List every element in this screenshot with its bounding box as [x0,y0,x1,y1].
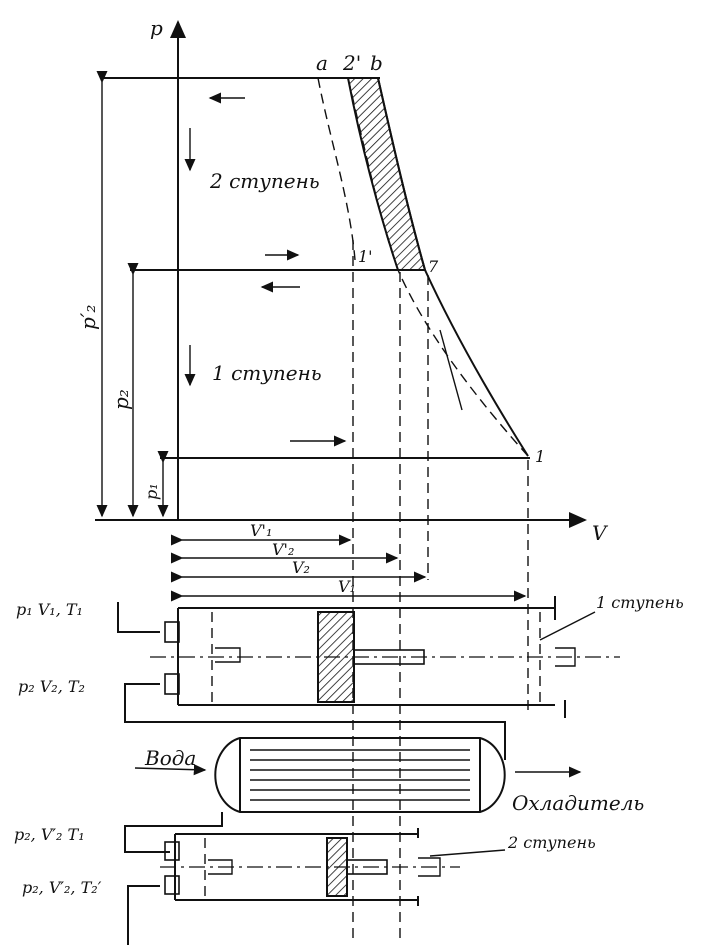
valve-outlet-2 [164,875,180,895]
curve-a [317,77,356,261]
point-7-label: 7 [428,257,439,276]
v1prime-dim-label: V'₁ [250,521,272,540]
v2-dim-label: V₂ [292,558,310,577]
stage1-label: 1 ступень [212,361,322,385]
compressor-schematic: p₁ V₁, T₁ p₂ V₂, T₂ 1 ступень Вода Охлад… [14,593,684,945]
v-axis-label: V [592,521,609,545]
cyl1-label: 1 ступень [596,593,684,612]
piston-rod-2 [346,859,388,875]
stage2-label: 2 ступень [209,169,320,193]
cooler [214,737,506,813]
valve-outlet-1 [164,673,180,695]
state-in2: p₂, V′₂ T₁ [14,825,85,844]
cylinder-1 [150,596,620,718]
state-in1: p₁ V₁, T₁ [16,600,83,619]
v2prime-dim-label: V'₂ [272,540,294,559]
cylinder-2 [160,828,460,906]
point-2prime-label: 2' [342,51,361,75]
valve-inlet-1 [164,621,180,643]
adiabat-7-b [377,77,426,271]
piston-1 [317,611,355,703]
outlet-pipe-2 [127,885,160,945]
cooler-outlet-pipe [124,812,223,853]
arrow-curve-down [439,329,463,411]
point-1-label: 1 [535,447,545,466]
cyl2-leader [429,849,506,857]
p-axis-label: p [150,16,163,40]
valve-inlet-2 [164,841,180,861]
outlet-pipe-1 [124,683,506,760]
point-a-label: a [316,51,328,75]
cooler-label: Охладитель [512,791,644,815]
state-out2: p₂, V′₂, T₂′ [22,878,102,897]
state-out1: p₂ V₂, T₂ [18,677,85,696]
water-in-arrow [134,764,207,776]
point-b-label: b [370,51,383,75]
inlet-pipe-1 [117,602,160,633]
pv-diagram: p V 2 ступень 1 ступень a 2' b 1' [76,16,609,940]
cyl1-leader [539,611,596,641]
cyl2-label: 2 ступень [507,833,596,852]
v1-dim-label: V₁ [338,577,356,596]
isotherm-1-1prime [347,77,529,457]
adiabat-1-7 [424,269,529,457]
water-label: Вода [144,746,196,770]
point-1prime-label: 1' [358,247,373,266]
p2-dim-label: p₂ [109,389,133,410]
saved-work-area [346,77,427,271]
piston-rod-1 [353,649,425,665]
piston-2 [326,837,348,897]
p1-dim-label: p₁ [142,483,161,500]
p2prime-dim-label: p′₂ [76,305,100,330]
